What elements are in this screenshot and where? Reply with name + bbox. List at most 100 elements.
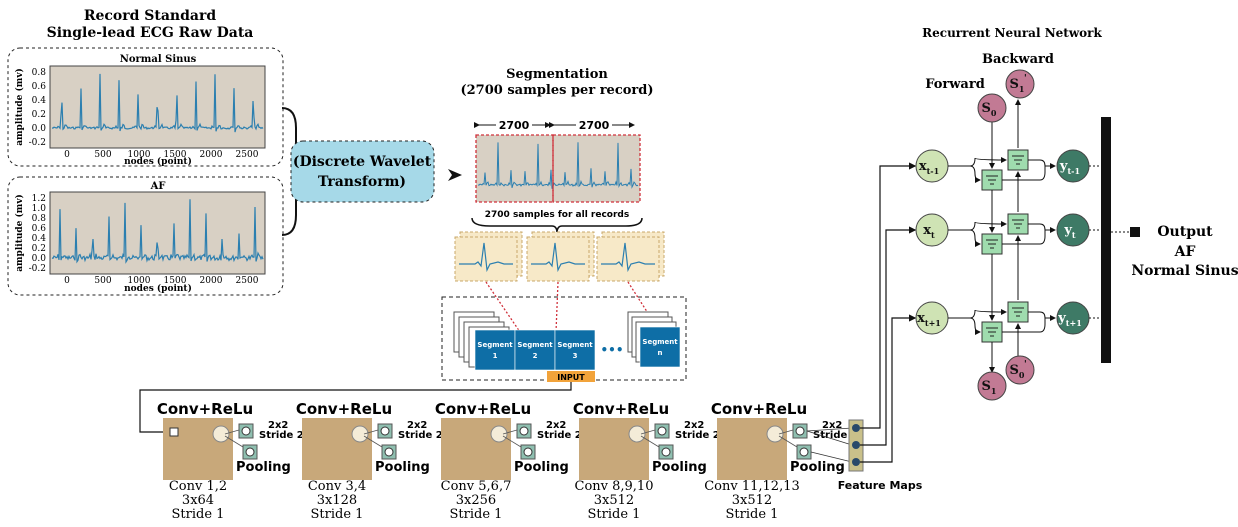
kernel-dot [212,425,230,443]
pooling-label: Pooling [236,460,291,475]
pool-stride-label: Stride 2 [675,430,720,441]
fm-to-xt-1 [860,162,917,429]
pool-stride-label: Stride 2 [813,430,858,441]
pool-window-dot [241,426,251,436]
kernel-dot [490,425,508,443]
state-s0: S0 [977,93,1007,123]
segmentation-subtitle: (2700 samples per record) [460,83,653,98]
segment-card-2 [526,231,595,282]
svg-text:2: 2 [533,352,538,360]
output-class-normal: Normal Sinus [1131,263,1238,279]
conv-header: Conv+ReLu [296,400,392,418]
af-xtick: 1500 [164,276,187,286]
segment-window-left [475,134,554,203]
svg-text:Segment: Segment [477,341,513,349]
right-length-label: 2700 [579,119,610,132]
af-xtick: 1000 [128,276,151,286]
normal-sinus-title: Normal Sinus [120,54,197,65]
af-xlabel: nodes (point) [124,283,192,294]
conv-spec-line: Stride 1 [726,507,779,522]
left-length-bg [496,118,532,132]
conv-spec-line: Conv 11,12,13 [704,479,800,494]
left-length-label: 2700 [499,119,530,132]
rnn-title: Recurrent Neural Network [922,26,1102,40]
backward-cell-1 [1007,149,1029,171]
state-s1-prime: S1' [1005,69,1035,99]
pooling-label: Pooling [652,460,707,475]
svg-text:1: 1 [493,352,498,360]
pool-output-dot [245,447,255,457]
conv-spec-line: Stride 1 [450,507,503,522]
forward-cell-3 [981,321,1003,343]
state-s0-prime: S0' [1005,355,1035,385]
output-label: Output [1157,224,1213,240]
rnn-backward-label: Backward [982,52,1054,67]
dwt-line1: (Discrete Wavelet [293,154,432,170]
normal-sinus-xtick: 1000 [128,150,151,160]
pool-stride-label: Stride 2 [537,430,582,441]
svg-text:Segment: Segment [517,341,553,349]
pooling-label: Pooling [790,460,845,475]
forward-cell-1 [981,169,1003,191]
record-title-line2: Single-lead ECG Raw Data [47,25,254,41]
kernel-dot [766,425,784,443]
pool-stride-label: 2x2 [546,420,566,431]
dwt-arrow [448,169,462,181]
conv-header: Conv+ReLu [711,400,807,418]
normal-sinus-xtick: 500 [94,150,111,160]
backward-cell-2 [1007,213,1029,235]
dwt-box [290,140,435,203]
svg-text:3: 3 [573,352,578,360]
normal-sinus-ytick: 0.6 [32,82,47,92]
pool-window-dot [657,426,667,436]
connector-2 [555,281,559,333]
rnn-output-2: yt [1056,213,1090,247]
normal-sinus-xtick: 1500 [164,150,187,160]
input-label: INPUT [557,373,585,382]
segment-card-n [596,231,665,282]
normal-sinus-ytick: 0.2 [32,110,46,120]
rnn-input-3: xt+1 [915,301,949,335]
af-ytick: 1.0 [32,204,47,214]
svg-text:': ' [1024,74,1027,84]
pool-stride-label: Stride 2 [398,430,443,441]
right-length-bg [576,118,612,132]
normal-sinus-ytick: 0.0 [32,124,47,134]
rnn-output-3: yt+1 [1056,301,1090,335]
input-tag [547,371,595,382]
af-ytick: 0.4 [32,234,47,244]
feature-map-dot-2 [852,441,860,449]
conv-spec-line: 3x512 [732,493,772,508]
af-xtick: 2000 [200,276,223,286]
af-ytick: 0.6 [32,224,47,234]
pool-stride-label: 2x2 [268,420,288,431]
segment-tile-2: Segment 2 [514,329,556,371]
feature-map-dot-3 [852,458,860,466]
svg-text:xt: xt [923,223,935,240]
pool-stride-label: 2x2 [684,420,704,431]
af-xtick: 500 [94,276,111,286]
input-marker [169,427,179,437]
kernel-dot [351,425,369,443]
segment-ellipsis: ••• [600,343,623,357]
svg-text:Segment: Segment [642,338,678,346]
af-title: AF [150,181,166,192]
conv-spec-line: Conv 5,6,7 [441,479,512,494]
conv-spec-line: 3x64 [182,493,214,508]
pool-output-dot [661,447,671,457]
conv-spec-line: Conv 8,9,10 [575,479,654,494]
svg-text:': ' [1024,360,1027,370]
af-xtick: 2500 [236,276,259,286]
pool-stride-label: 2x2 [822,420,842,431]
conv-spec-line: 3x128 [317,493,357,508]
backward-cell-3 [1007,301,1029,323]
normal-sinus-ytick: 0.8 [32,68,47,78]
pool-window-dot [380,426,390,436]
pooling-label: Pooling [514,460,569,475]
af-ytick: 0.0 [32,254,47,264]
